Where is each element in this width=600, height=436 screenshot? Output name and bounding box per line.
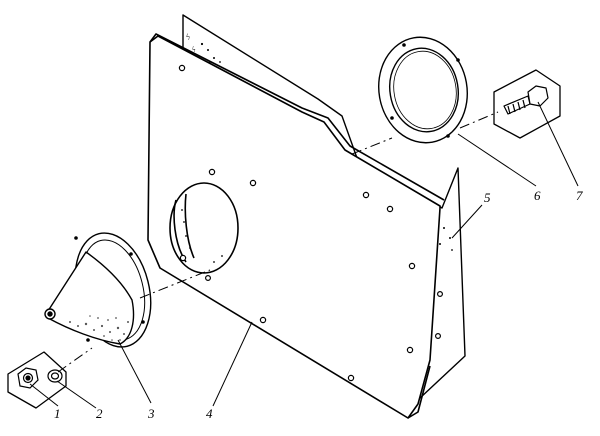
washer — [47, 369, 63, 383]
assembly-axis-lines — [57, 111, 499, 373]
cone-texture — [69, 315, 129, 341]
callout-5: 5 — [484, 190, 491, 205]
callout-labels: 1 2 3 4 5 6 7 — [54, 188, 583, 421]
nut — [17, 367, 39, 389]
svg-text:ϟ: ϟ — [192, 45, 196, 54]
leader-lines — [29, 101, 579, 409]
callout-3: 3 — [147, 406, 155, 421]
callout-1: 1 — [54, 406, 61, 421]
callout-2: 2 — [96, 406, 103, 421]
cone-flange-holes — [74, 236, 145, 342]
ring-gasket-holes — [390, 43, 460, 138]
callout-4: 4 — [206, 406, 213, 421]
svg-text:ϟ: ϟ — [186, 32, 190, 42]
bolt — [503, 85, 549, 115]
ring-gasket — [378, 36, 468, 144]
cone-funnel — [44, 232, 152, 348]
callout-7: 7 — [576, 188, 583, 203]
callout-6: 6 — [534, 188, 541, 203]
plate-mounting-holes — [178, 64, 444, 382]
hole-shading — [181, 209, 223, 263]
mounting-plate — [147, 33, 445, 419]
